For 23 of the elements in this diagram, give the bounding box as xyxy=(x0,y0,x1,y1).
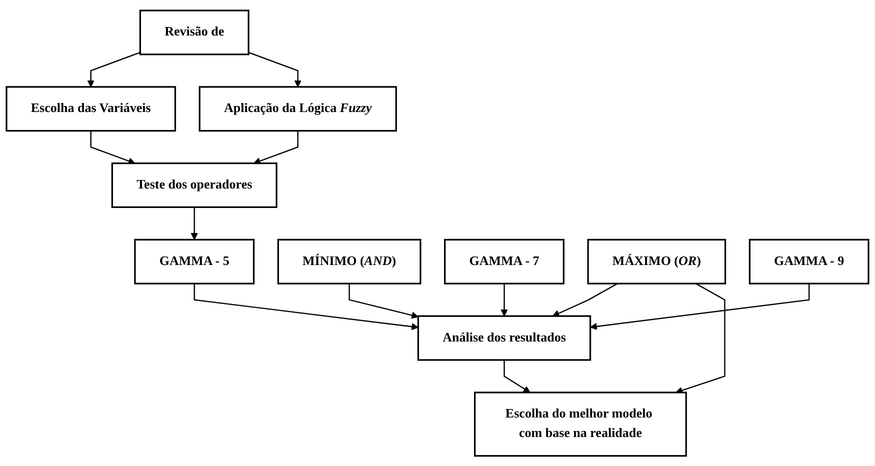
arrow xyxy=(500,283,508,316)
arrow xyxy=(90,130,136,164)
node-box: Aplicação da Lógica Fuzzy xyxy=(198,86,397,132)
arrow xyxy=(676,282,726,394)
node-box: GAMMA - 5 xyxy=(134,238,255,284)
node-box: Análise dos resultados xyxy=(417,315,592,361)
node-box: Revisão de xyxy=(139,10,250,56)
node-box: MÍNIMO (AND) xyxy=(277,238,422,284)
arrow xyxy=(190,207,198,240)
arrow xyxy=(254,130,298,164)
arrow xyxy=(194,283,419,330)
arrow xyxy=(87,52,140,88)
arrow xyxy=(504,360,530,393)
node-box: GAMMA - 7 xyxy=(444,238,564,284)
arrow xyxy=(590,283,810,330)
arrow xyxy=(248,52,302,88)
arrow xyxy=(348,283,419,319)
arrow xyxy=(552,282,618,316)
node-box: Escolha do melhor modelo com base na realidade xyxy=(474,391,687,456)
node-box: GAMMA - 9 xyxy=(748,238,870,284)
node-box: Teste dos operadores xyxy=(111,162,278,208)
node-box: Escolha das Variáveis xyxy=(6,86,176,132)
node-box: MÁXIMO (OR) xyxy=(587,238,726,284)
